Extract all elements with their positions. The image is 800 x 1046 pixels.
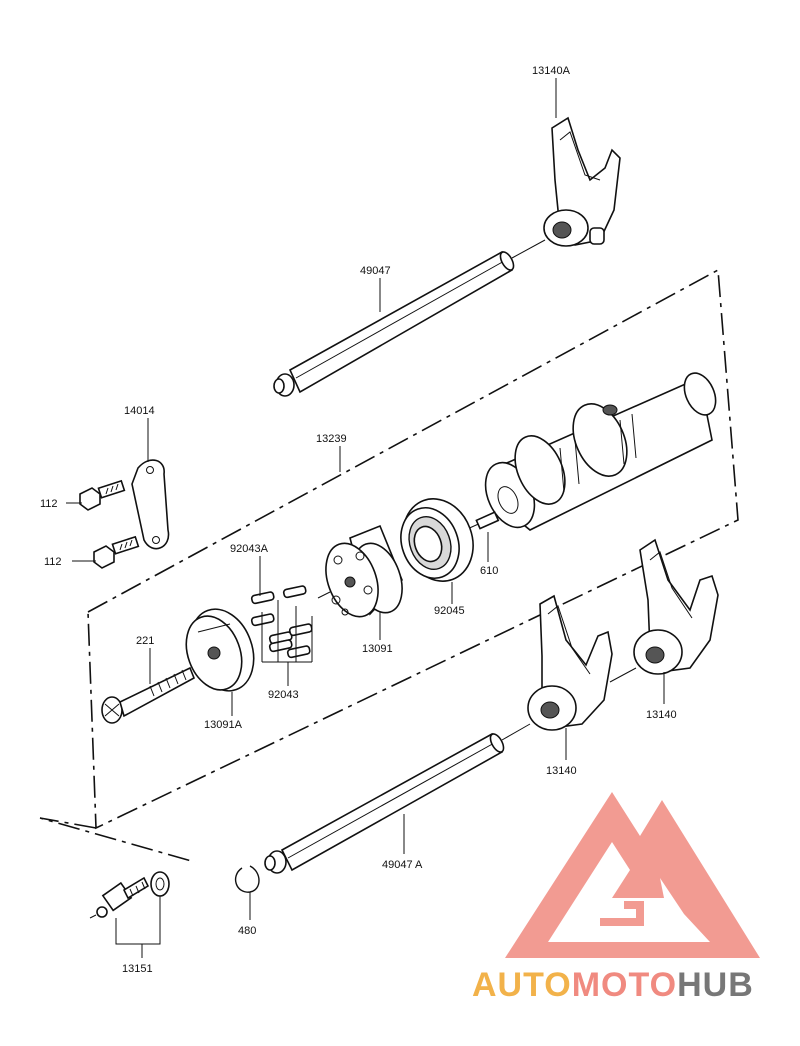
label-13091A: 13091A <box>204 719 243 731</box>
watermark-text: AUTOMOTOHUB <box>472 966 754 1004</box>
label-13140-right: 13140 <box>646 709 677 721</box>
plate-14014 <box>131 459 170 550</box>
label-112-lower: 112 <box>44 556 62 568</box>
washer-13151 <box>150 871 170 897</box>
pins-92043 <box>261 600 313 663</box>
part-labels: 13140A 49047 14014 13239 112 112 92043A … <box>40 65 677 975</box>
bolt-112-upper <box>79 479 126 511</box>
shift-fork-13140-right <box>633 538 719 675</box>
watermark-logo <box>505 792 760 958</box>
switch-13151 <box>89 876 150 919</box>
label-92043A: 92043A <box>230 543 269 555</box>
pin-plate-13091 <box>317 524 403 618</box>
label-13239: 13239 <box>316 433 347 445</box>
shift-drum-13239 <box>464 372 717 531</box>
label-92045: 92045 <box>434 605 465 617</box>
watermark-hub: HUB <box>677 966 754 1004</box>
plate-13091A <box>185 608 255 692</box>
shaft-49047 <box>273 239 546 397</box>
shift-fork-13140-left <box>527 594 637 731</box>
bearing-92045 <box>400 498 474 582</box>
svg-text:AUTOMOTOHUB: AUTOMOTOHUB <box>472 966 754 1004</box>
assembly-boundary <box>39 268 739 863</box>
label-13140-left: 13140 <box>546 765 577 777</box>
watermark-auto: AUTO <box>472 966 572 1004</box>
label-49047A: 49047 A <box>382 859 423 871</box>
label-112-upper: 112 <box>40 498 58 510</box>
label-14014: 14014 <box>124 405 155 417</box>
pins-92043A <box>250 585 307 627</box>
label-221: 221 <box>136 635 154 647</box>
label-13151: 13151 <box>122 963 153 975</box>
label-13091: 13091 <box>362 643 393 655</box>
bolt-112-lower <box>93 535 140 569</box>
label-610: 610 <box>480 565 498 577</box>
screw-221 <box>101 666 196 724</box>
watermark-moto: MOTO <box>572 966 677 1004</box>
shift-fork-13140A <box>543 116 621 247</box>
pin-610 <box>475 511 500 530</box>
label-480: 480 <box>238 925 256 937</box>
leader-lines <box>66 78 665 958</box>
label-49047: 49047 <box>360 265 391 277</box>
shaft-49047A <box>264 723 531 874</box>
circlip-480 <box>234 865 260 893</box>
label-13140A: 13140A <box>532 65 571 77</box>
label-92043: 92043 <box>268 689 299 701</box>
